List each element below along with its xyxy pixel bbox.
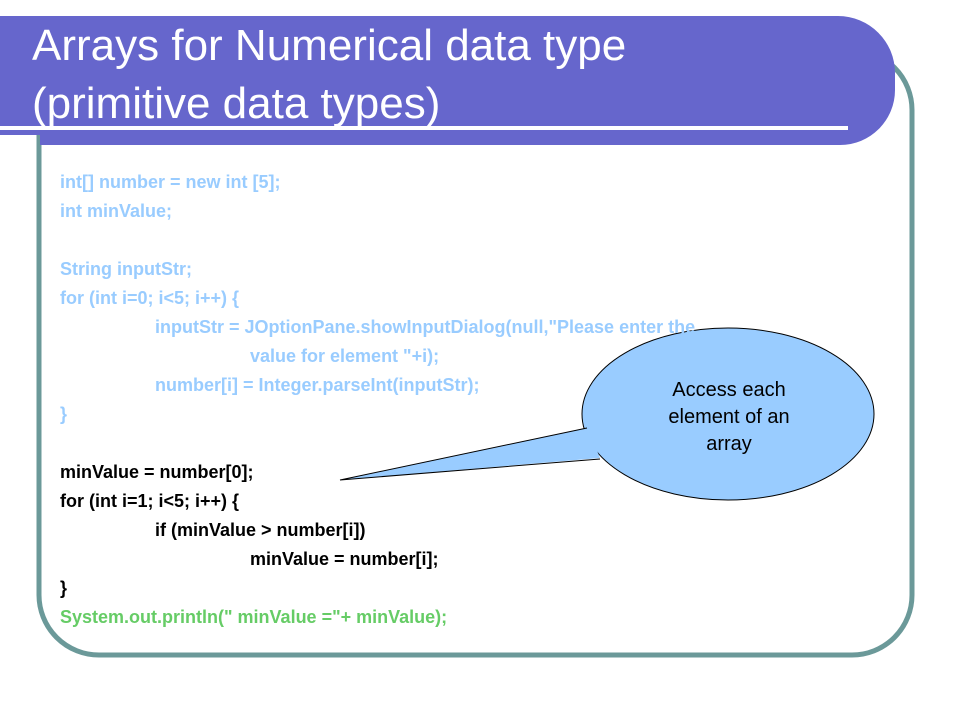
code-line: if (minValue > number[i]) xyxy=(155,520,366,540)
callout-text: Access each element of an array xyxy=(640,377,818,458)
callout-text-line: array xyxy=(706,433,752,455)
code-line: for (int i=0; i<5; i++) { xyxy=(60,288,240,308)
code-line: } xyxy=(60,578,68,598)
code-line: value for element "+i); xyxy=(250,346,440,366)
title-underline xyxy=(0,126,848,130)
page-title-line-2: (primitive data types) xyxy=(32,79,441,128)
code-line: number[i] = Integer.parseInt(inputStr); xyxy=(155,375,480,395)
callout-text-line: Access each xyxy=(672,379,786,401)
title-band xyxy=(0,16,895,145)
callout-pointer xyxy=(340,428,600,480)
code-line: for (int i=1; i<5; i++) { xyxy=(60,491,240,511)
code-line: System.out.println(" minValue ="+ minVal… xyxy=(60,607,448,627)
code-line: minValue = number[0]; xyxy=(60,462,254,482)
code-line: minValue = number[i]; xyxy=(250,549,439,569)
code-line: String inputStr; xyxy=(60,259,192,279)
callout-bubble xyxy=(339,327,875,501)
callout-text-line: element of an xyxy=(668,406,790,428)
callout-ellipse xyxy=(581,327,875,501)
code-line: inputStr = JOptionPane.showInputDialog(n… xyxy=(155,317,696,337)
code-line: int minValue; xyxy=(60,201,173,221)
page-title-line-1: Arrays for Numerical data type xyxy=(32,21,627,70)
callout-pointer-edge xyxy=(339,427,601,481)
code-line: int[] number = new int [5]; xyxy=(60,172,281,192)
code-line: } xyxy=(60,404,68,424)
